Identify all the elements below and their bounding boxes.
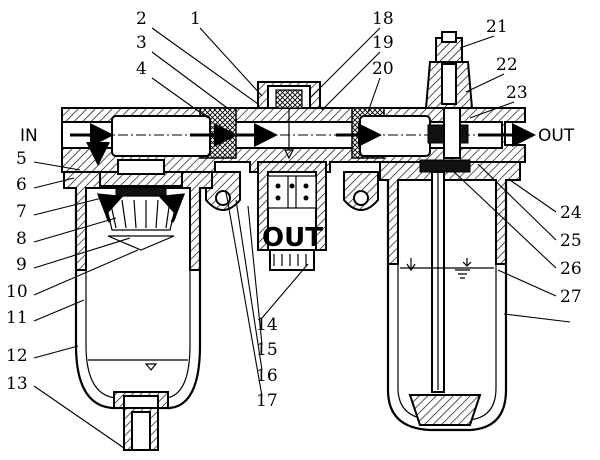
- callout-13: 13: [6, 374, 28, 394]
- callout-17: 17: [256, 391, 278, 411]
- callout-9: 9: [16, 255, 27, 275]
- callout-23: 23: [506, 83, 528, 103]
- callout-18: 18: [372, 9, 394, 29]
- inlet-label: IN: [20, 126, 38, 146]
- callout-14: 14: [256, 315, 278, 335]
- callout-10: 10: [6, 282, 28, 302]
- callout-2: 2: [136, 9, 147, 29]
- center-outlet-label: OUT: [262, 223, 323, 253]
- callout-1: 1: [190, 9, 201, 29]
- callout-27: 27: [560, 287, 582, 307]
- callout-22: 22: [496, 55, 518, 75]
- callout-6: 6: [16, 175, 27, 195]
- outlet-label: OUT: [538, 126, 575, 146]
- callout-15: 15: [256, 340, 278, 360]
- callout-26: 26: [560, 259, 582, 279]
- center-outlet-port: [257, 108, 327, 271]
- callout-19: 19: [372, 33, 394, 53]
- leader-lines: [33, 27, 571, 449]
- callout-12: 12: [6, 346, 28, 366]
- callout-5: 5: [16, 149, 27, 169]
- callout-7: 7: [16, 202, 27, 222]
- callout-16: 16: [256, 366, 278, 386]
- callout-8: 8: [16, 229, 27, 249]
- callout-11: 11: [6, 308, 28, 328]
- callout-21: 21: [486, 17, 508, 37]
- callout-20: 20: [372, 59, 394, 79]
- callout-25: 25: [560, 231, 582, 251]
- callout-24: 24: [560, 203, 582, 223]
- callout-3: 3: [136, 33, 147, 53]
- callout-4: 4: [136, 59, 147, 79]
- flow-arrows: [70, 123, 536, 166]
- callout-labels: 1 2 3 4 5 6 7 8 9 10 11 12 13 14 15 16 1…: [6, 9, 582, 411]
- lubricator-bowl: [379, 31, 521, 432]
- filter-bowl: [63, 159, 213, 451]
